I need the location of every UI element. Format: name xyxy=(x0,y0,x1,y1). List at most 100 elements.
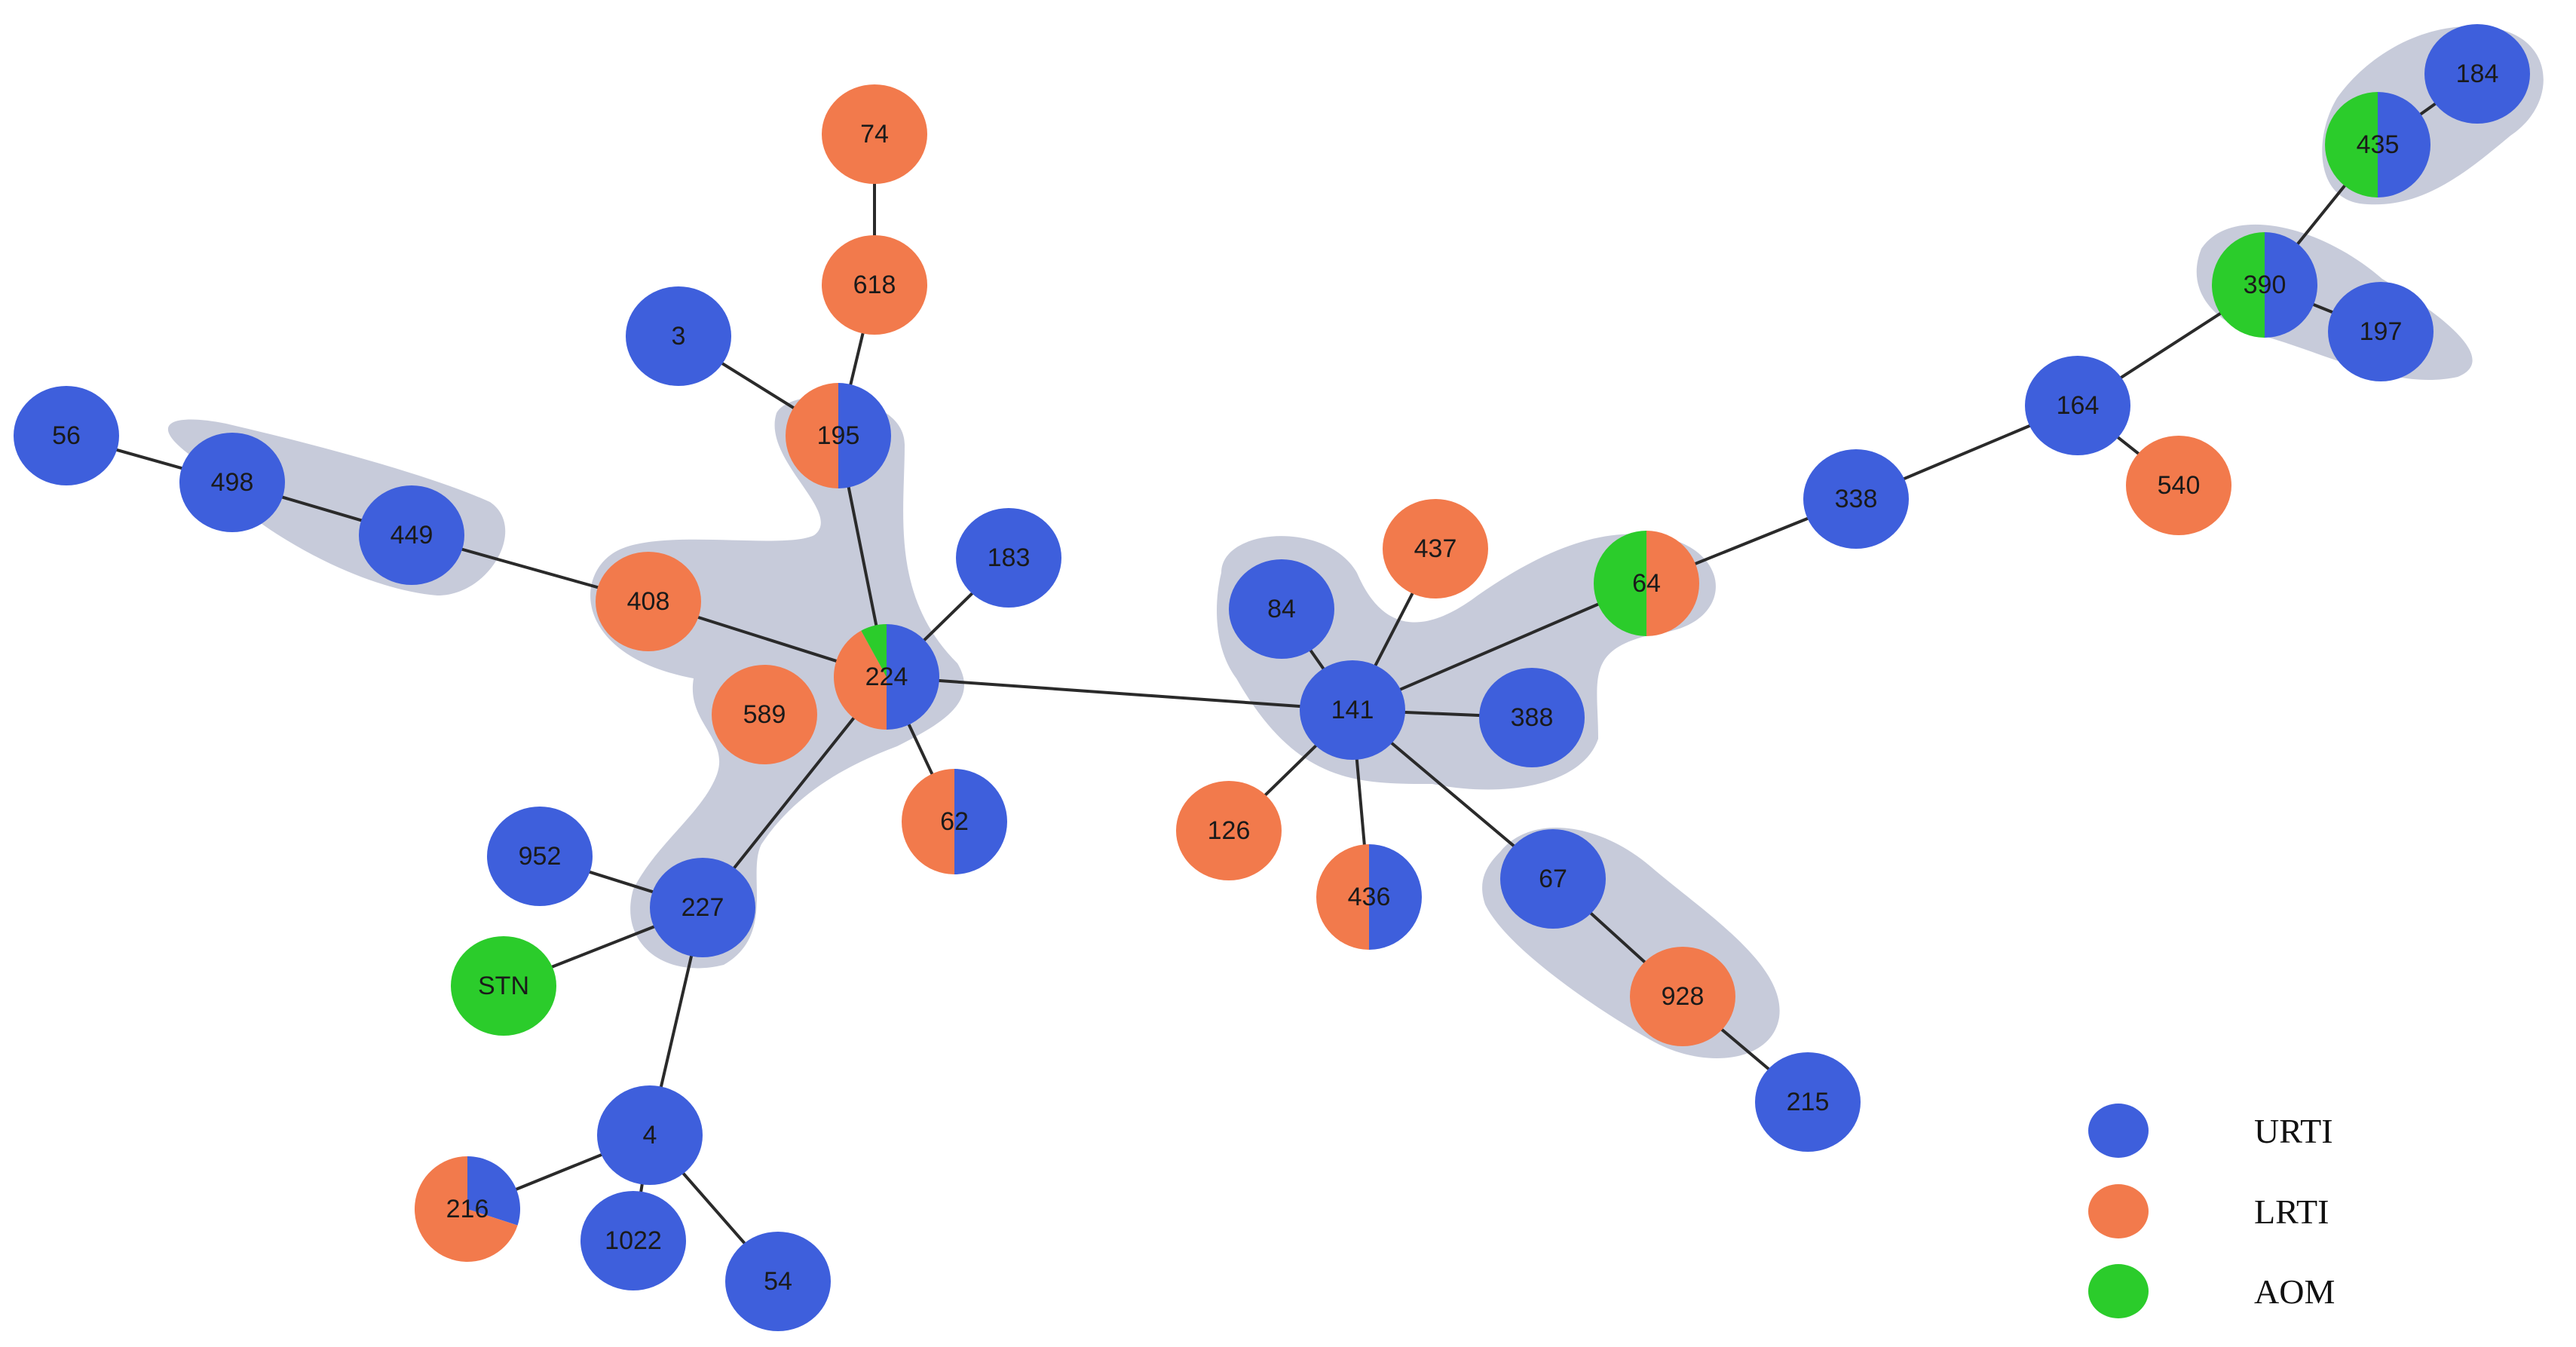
node-216: 216 xyxy=(415,1156,521,1262)
node-224-label: 224 xyxy=(865,663,908,691)
node-408-disc xyxy=(596,552,701,651)
node-74-disc xyxy=(822,84,927,184)
node-197: 197 xyxy=(2328,282,2434,381)
node-64-slice-lrti xyxy=(1646,531,1699,636)
node-589: 589 xyxy=(712,665,817,764)
legend-item-lrti: LRTI xyxy=(2088,1181,2329,1241)
node-3: 3 xyxy=(626,286,731,386)
legend-item-urti: URTI xyxy=(2088,1101,2333,1161)
node-126: 126 xyxy=(1176,781,1282,880)
node-64-slice-aom xyxy=(1594,531,1646,636)
node-3-label: 3 xyxy=(672,322,686,351)
node-224-slice-lrti xyxy=(834,630,887,730)
node-952-label: 952 xyxy=(519,842,562,871)
node-62-slice-urti xyxy=(954,769,1007,874)
node-197-label: 197 xyxy=(2360,317,2403,346)
node-540-label: 540 xyxy=(2158,471,2201,500)
node-195: 195 xyxy=(786,383,891,488)
node-437: 437 xyxy=(1383,499,1488,598)
node-437-disc xyxy=(1383,499,1488,598)
legend-label-urti: URTI xyxy=(2254,1111,2333,1150)
node-74: 74 xyxy=(822,84,927,184)
node-216-label: 216 xyxy=(446,1195,489,1223)
node-618-disc xyxy=(822,235,927,335)
legend-swatch-urti xyxy=(2088,1104,2149,1158)
node-928: 928 xyxy=(1630,947,1735,1046)
node-436-slice-lrti xyxy=(1316,844,1369,950)
node-164-disc xyxy=(2025,356,2130,455)
node-1022-label: 1022 xyxy=(605,1226,662,1255)
node-141-label: 141 xyxy=(1331,696,1374,724)
node-215-disc xyxy=(1755,1052,1861,1152)
node-227-disc xyxy=(650,858,755,957)
network-nodes: 7461831955649844940818322458962952227STN… xyxy=(14,24,2530,1331)
node-928-disc xyxy=(1630,947,1735,1046)
node-1022-disc xyxy=(580,1191,686,1290)
node-498: 498 xyxy=(179,433,285,532)
node-436: 436 xyxy=(1316,844,1422,950)
node-4: 4 xyxy=(597,1085,703,1185)
node-589-disc xyxy=(712,665,817,764)
node-388: 388 xyxy=(1479,668,1585,767)
node-435-label: 435 xyxy=(2357,130,2400,159)
node-437-label: 437 xyxy=(1414,534,1457,563)
node-141-disc xyxy=(1300,660,1405,760)
node-164: 164 xyxy=(2025,356,2130,455)
node-436-label: 436 xyxy=(1348,883,1391,911)
node-126-label: 126 xyxy=(1208,816,1251,845)
legend-label-aom: AOM xyxy=(2254,1272,2336,1311)
node-224-slice-aom xyxy=(861,624,887,677)
node-224-slice-urti xyxy=(887,624,939,730)
node-62-label: 62 xyxy=(940,807,969,836)
node-62: 62 xyxy=(902,769,1007,874)
node-589-label: 589 xyxy=(743,700,786,729)
node-56: 56 xyxy=(14,386,119,485)
node-STN-disc xyxy=(451,936,556,1036)
node-54-disc xyxy=(725,1232,831,1331)
node-498-disc xyxy=(179,433,285,532)
node-54: 54 xyxy=(725,1232,831,1331)
node-164-label: 164 xyxy=(2057,391,2100,420)
node-618-label: 618 xyxy=(853,271,896,299)
node-67-disc xyxy=(1500,829,1606,929)
node-3-disc xyxy=(626,286,731,386)
node-338-disc xyxy=(1803,449,1909,549)
node-195-label: 195 xyxy=(817,421,860,450)
node-64: 64 xyxy=(1594,531,1699,636)
node-184-label: 184 xyxy=(2456,60,2499,88)
node-183: 183 xyxy=(956,508,1061,608)
node-388-label: 388 xyxy=(1511,703,1554,732)
node-195-slice-urti xyxy=(838,383,891,488)
node-435-slice-aom xyxy=(2325,92,2378,197)
node-183-label: 183 xyxy=(988,543,1031,572)
node-67-label: 67 xyxy=(1539,865,1567,893)
node-498-label: 498 xyxy=(211,468,254,497)
node-54-label: 54 xyxy=(764,1267,792,1296)
node-197-disc xyxy=(2328,282,2434,381)
node-390-slice-aom xyxy=(2212,232,2265,338)
node-449-label: 449 xyxy=(391,521,433,550)
node-928-label: 928 xyxy=(1662,982,1705,1011)
node-435: 435 xyxy=(2325,92,2431,197)
node-224: 224 xyxy=(834,624,939,730)
node-STN: STN xyxy=(451,936,556,1036)
node-1022: 1022 xyxy=(580,1191,686,1290)
node-390-label: 390 xyxy=(2244,271,2287,299)
legend-item-aom: AOM xyxy=(2088,1261,2335,1321)
node-64-label: 64 xyxy=(1632,569,1661,598)
node-436-slice-urti xyxy=(1369,844,1422,950)
node-952: 952 xyxy=(487,807,593,906)
node-540: 540 xyxy=(2126,436,2231,535)
node-183-disc xyxy=(956,508,1061,608)
legend-swatch-aom xyxy=(2088,1264,2149,1318)
node-67: 67 xyxy=(1500,829,1606,929)
node-74-label: 74 xyxy=(860,120,889,148)
node-388-disc xyxy=(1479,668,1585,767)
node-618: 618 xyxy=(822,235,927,335)
node-56-disc xyxy=(14,386,119,485)
node-227: 227 xyxy=(650,858,755,957)
edge-224-141 xyxy=(886,675,1353,712)
node-449-disc xyxy=(359,485,464,585)
node-435-slice-urti xyxy=(2378,92,2431,197)
node-215: 215 xyxy=(1755,1052,1861,1152)
